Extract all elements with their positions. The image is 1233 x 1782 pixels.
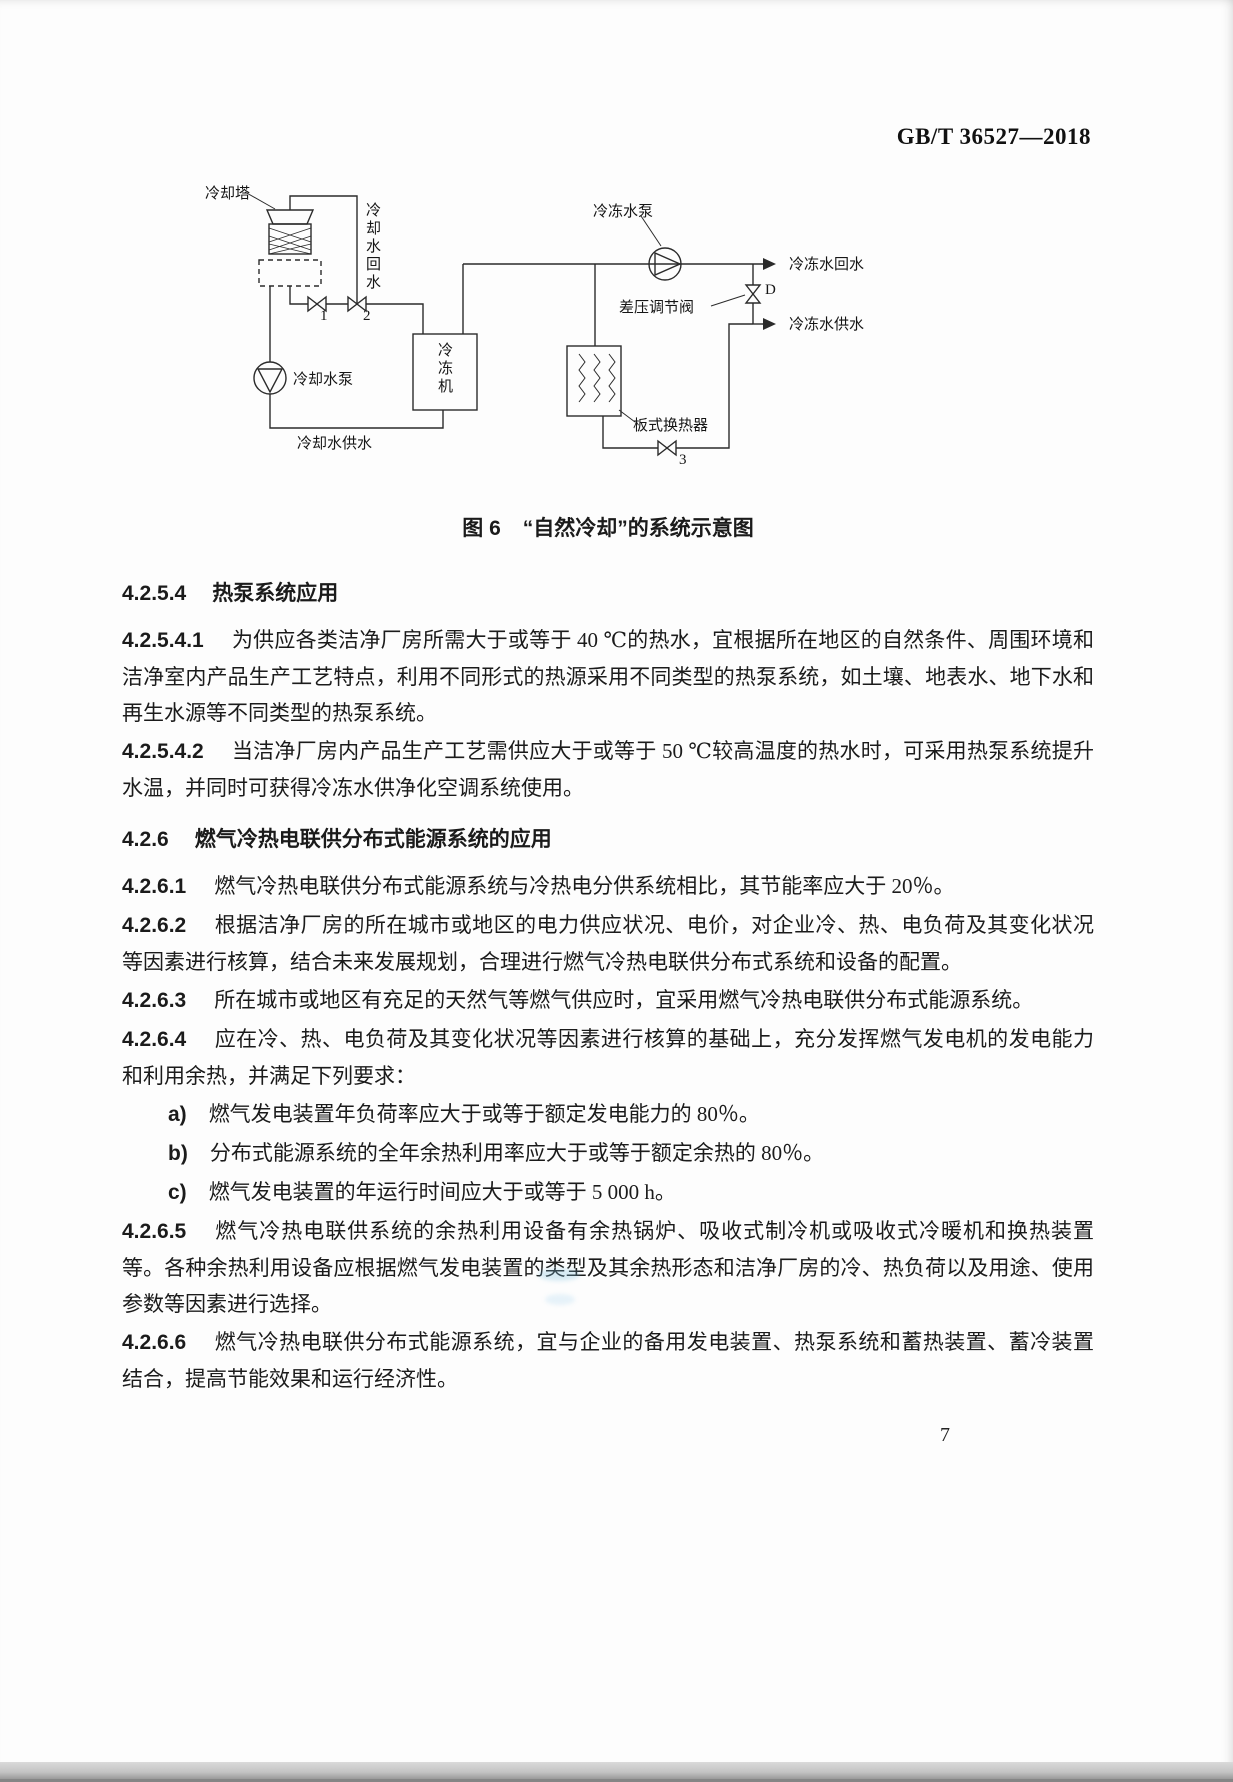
clause-number: 4.2.6.3: [122, 989, 187, 1012]
valve-d-symbol: [744, 284, 762, 304]
clause-number: 4.2.6: [122, 828, 169, 851]
chilled-water-pump-symbol: [648, 247, 682, 281]
scan-edge-bar: [0, 1762, 1233, 1782]
plate-heat-exchanger-symbol: [566, 345, 622, 417]
clause-number: 4.2.6.6: [122, 1331, 187, 1354]
chilled-water-supply-label: 冷冻水供水: [789, 317, 865, 333]
figure-caption-title: “自然冷却”的系统示意图: [522, 517, 754, 540]
cooling-water-pump-label: 冷却水泵: [293, 372, 354, 388]
clause-text: 根据洁净厂房的所在城市或地区的电力供应状况、电价，对企业冷、热、电负荷及其变化状…: [122, 913, 1094, 974]
label-leader-lines: [244, 191, 746, 423]
figure-caption: 图 6 “自然冷却”的系统示意图: [122, 512, 1094, 542]
clause-number: 4.2.6.2: [122, 914, 187, 937]
clause-4-2-6-1: 4.2.6.1 燃气冷热电联供分布式能源系统与冷热电分供系统相比，其节能率应大于 …: [122, 868, 1094, 905]
pipe-lines: [269, 195, 763, 449]
list-item-marker: c): [168, 1181, 187, 1204]
clause-text: 所在城市或地区有充足的天然气等燃气供应时，宜采用燃气冷热电联供分布式能源系统。: [214, 988, 1034, 1012]
differential-pressure-valve-label: 差压调节阀: [619, 300, 695, 316]
clause-number: 4.2.5.4.1: [122, 629, 204, 652]
clause-4-2-6-3: 4.2.6.3 所在城市或地区有充足的天然气等燃气供应时，宜采用燃气冷热电联供分布…: [122, 982, 1094, 1019]
cooling-water-return-label: 冷却水回水: [364, 202, 380, 292]
clause-number: 4.2.6.4: [122, 1028, 187, 1051]
heading-4-2-6: 4.2.6 燃气冷热电联供分布式能源系统的应用: [122, 822, 1094, 858]
clause-text: 燃气冷热电联供分布式能源系统与冷热电分供系统相比，其节能率应大于 20％。: [214, 874, 955, 898]
valve-3-symbol: [657, 439, 677, 457]
list-item-text: 分布式能源系统的全年余热利用率应大于或等于额定余热的 80％。: [209, 1141, 825, 1165]
list-item-text: 燃气发电装置年负荷率应大于或等于额定发电能力的 80％。: [208, 1102, 760, 1126]
page-number: 7: [940, 1424, 950, 1446]
clause-number: 4.2.5.4: [122, 582, 187, 605]
clause-text: 应在冷、热、电负荷及其变化状况等因素进行核算的基础上，充分发挥燃气发电机的发电能…: [122, 1027, 1094, 1088]
list-item-marker: b): [168, 1142, 188, 1165]
list-item-b: b) 分布式能源系统的全年余热利用率应大于或等于额定余热的 80％。: [122, 1135, 1094, 1172]
chiller-symbol: [412, 333, 478, 411]
clause-number: 4.2.6.5: [122, 1220, 187, 1243]
scan-artifact: [538, 1268, 580, 1281]
heading-text: 热泵系统应用: [212, 582, 339, 605]
clause-text: 为供应各类洁净厂房所需大于或等于 40 ℃的热水，宜根据所在地区的自然条件、周围…: [122, 628, 1094, 725]
valve-2-label: 2: [363, 308, 371, 324]
clause-number: 4.2.6.1: [122, 875, 187, 898]
clause-text: 燃气冷热电联供分布式能源系统，宜与企业的备用发电装置、热泵系统和蓄热装置、蓄冷装…: [122, 1330, 1094, 1391]
list-item-text: 燃气发电装置的年运行时间应大于或等于 5 000 h。: [208, 1180, 676, 1204]
scan-artifact: [545, 1294, 575, 1305]
valve-3-label: 3: [679, 452, 687, 468]
cooling-water-supply-label: 冷却水供水: [297, 436, 373, 452]
valve-2-symbol: [347, 295, 367, 313]
heading-4-2-5-4: 4.2.5.4 热泵系统应用: [122, 576, 1094, 612]
valve-1-label: 1: [320, 308, 328, 324]
chilled-water-pump-label: 冷冻水泵: [593, 204, 654, 220]
cooling-tower-label: 冷却塔: [205, 186, 251, 202]
chiller-label: 冷冻机: [436, 342, 452, 396]
system-schematic-drawing: [244, 191, 776, 457]
figure-caption-number: 图 6: [462, 517, 501, 540]
list-item-c: c) 燃气发电装置的年运行时间应大于或等于 5 000 h。: [122, 1174, 1094, 1211]
plate-heat-exchanger-label: 板式换热器: [633, 418, 709, 434]
list-item-marker: a): [168, 1103, 187, 1126]
flow-arrow-icons: [763, 258, 776, 330]
chilled-water-return-label: 冷冻水回水: [789, 257, 865, 273]
cooling-water-pump-symbol: [253, 361, 287, 395]
clause-text: 当洁净厂房内产品生产工艺需供应大于或等于 50 ℃较高温度的热水时，可采用热泵系…: [122, 739, 1094, 800]
figure-6-diagram: 冷却塔 冷却水回水 1 2 冷却水泵 冷冻机 冷却水供水 板式换热器 3 冷冻水…: [205, 176, 905, 511]
heading-text: 燃气冷热电联供分布式能源系统的应用: [194, 828, 552, 851]
standard-code: GB/T 36527—2018: [896, 124, 1091, 149]
valve-d-label: D: [765, 282, 776, 298]
list-item-a: a) 燃气发电装置年负荷率应大于或等于额定发电能力的 80％。: [122, 1096, 1094, 1133]
valve-1-symbol: [307, 295, 327, 313]
cooling-tower-symbol: [258, 209, 322, 287]
clause-number: 4.2.5.4.2: [122, 740, 204, 763]
clause-text: 燃气冷热电联供系统的余热利用设备有余热锅炉、吸收式制冷机或吸收式冷暖机和换热装置…: [122, 1219, 1094, 1316]
